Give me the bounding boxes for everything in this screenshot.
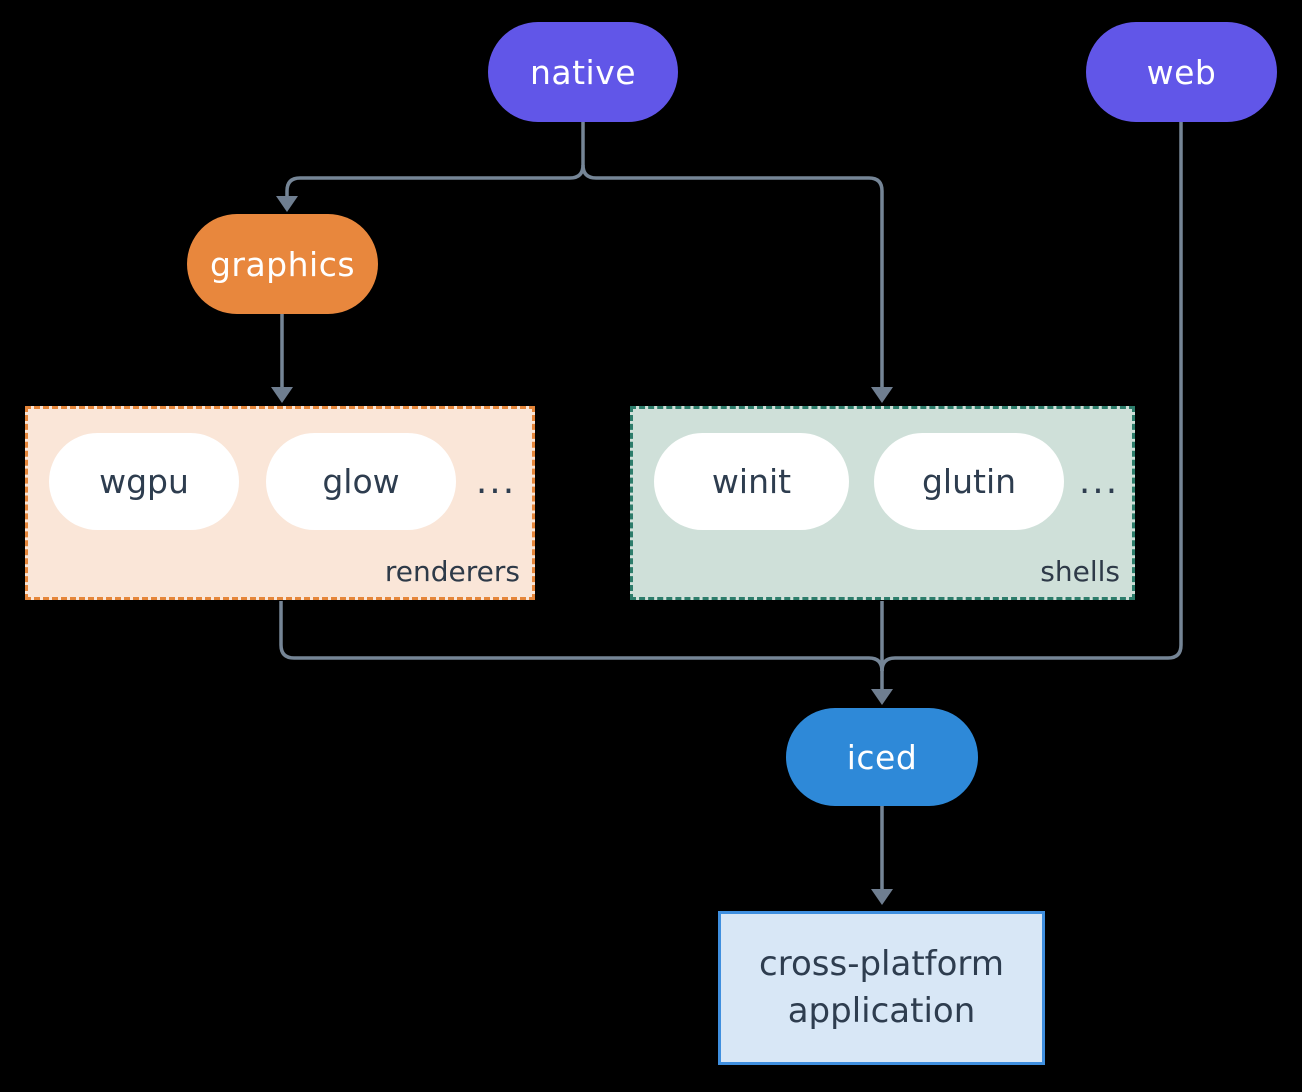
arrowhead-into-app bbox=[871, 889, 893, 905]
node-cross-platform-application: cross-platform application bbox=[718, 911, 1045, 1065]
arrowhead-into-renderers bbox=[271, 387, 293, 403]
edge-renderers-iced bbox=[279, 601, 884, 672]
node-web-label: web bbox=[1146, 52, 1217, 92]
node-graphics: graphics bbox=[187, 214, 378, 314]
node-winit-label: winit bbox=[711, 462, 792, 501]
renderers-group-label: renderers bbox=[384, 555, 520, 588]
group-renderers: wgpu glow ... renderers bbox=[25, 406, 535, 600]
edge-native-shells bbox=[581, 164, 884, 387]
node-wgpu-label: wgpu bbox=[99, 462, 189, 501]
node-glutin-label: glutin bbox=[921, 462, 1017, 501]
node-iced: iced bbox=[786, 708, 978, 806]
node-web: web bbox=[1086, 22, 1277, 122]
edge-native-graphics bbox=[285, 164, 585, 196]
node-native-label: native bbox=[529, 52, 637, 92]
shells-group-label: shells bbox=[1040, 555, 1120, 588]
node-glow: glow bbox=[266, 433, 456, 530]
node-glutin: glutin bbox=[874, 433, 1064, 530]
group-shells: winit glutin ... shells bbox=[630, 406, 1135, 600]
app-label-line2: application bbox=[787, 991, 976, 1031]
shells-ellipsis: ... bbox=[1078, 461, 1120, 502]
node-iced-label: iced bbox=[846, 737, 918, 777]
node-native: native bbox=[488, 22, 678, 122]
node-glow-label: glow bbox=[322, 462, 400, 501]
node-wgpu: wgpu bbox=[49, 433, 239, 530]
renderers-ellipsis: ... bbox=[475, 461, 517, 502]
node-winit: winit bbox=[654, 433, 849, 530]
arrowhead-into-shells bbox=[871, 387, 893, 403]
node-graphics-label: graphics bbox=[209, 244, 356, 284]
app-label-line1: cross-platform bbox=[759, 944, 1004, 984]
arrowhead-into-iced bbox=[871, 689, 893, 705]
arrowhead-into-graphics bbox=[276, 196, 298, 212]
